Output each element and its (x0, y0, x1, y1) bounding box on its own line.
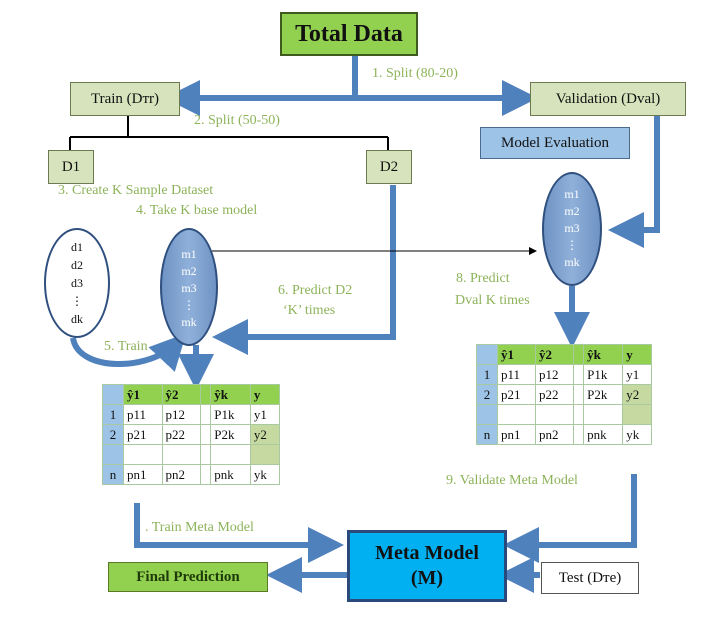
step-1-label: 1. Split (80-20) (372, 66, 458, 81)
total-data-node: Total Data (280, 12, 418, 56)
d1-node: D1 (48, 150, 94, 184)
step-3-label: 3. Create K Sample Dataset (58, 183, 214, 198)
meta-model-sub-label: (M) (410, 567, 444, 589)
table-row: 2 p21 p22 P2k y2 (476, 384, 652, 405)
d2-label: D2 (379, 158, 399, 175)
total-data-label: Total Data (295, 20, 403, 47)
test-node: Test (Dтe) (541, 562, 639, 594)
step-6b-label: ‘K’ times (283, 303, 336, 318)
meta-model-label: Meta Model (375, 542, 479, 564)
model-item: m2 (564, 204, 580, 218)
table-row (476, 404, 652, 425)
step-4-label: 4. Take K base model (136, 203, 258, 218)
model-item: m3 (564, 221, 580, 235)
table-row: n pn1 pn2 pnk yk (102, 464, 281, 485)
model-item: ⋮ (183, 298, 195, 312)
validation-label: Validation (Dval) (555, 90, 661, 107)
table-row: 1 p11 p12 P1k y1 (102, 404, 281, 425)
step-5-label: 5. Train (104, 339, 148, 354)
table-header: ŷ2 (535, 344, 575, 365)
arrow-eval-to-models (608, 116, 660, 248)
dataset-item: d3 (71, 276, 83, 290)
step-8a-label: 8. Predict (456, 271, 510, 286)
d2-node: D2 (366, 150, 412, 184)
dataset-item: d1 (71, 240, 83, 254)
model-item: mk (564, 255, 580, 269)
table-row: 2 p21 p22 P2k y2 (102, 424, 281, 445)
arrow-right-table-to-meta (503, 474, 637, 563)
step-6a-label: 6. Predict D2 (278, 283, 353, 298)
step-9-label: 9. Validate Meta Model (446, 473, 578, 488)
model-item: mk (181, 315, 197, 329)
meta-model-node: Meta Model (M) (347, 530, 507, 602)
train-prediction-table: ŷ1 ŷ2 ŷk y 1 p11 p12 P1k y1 2 p21 p22 P2… (102, 384, 281, 485)
base-models-ellipse-train: m1 m2 m3 ⋮ mk (160, 228, 218, 346)
dataset-item: dk (71, 312, 83, 326)
model-evaluation-label: Model Evaluation (501, 134, 609, 151)
model-item: m1 (564, 187, 580, 201)
step-8b-label: Dval K times (455, 293, 530, 308)
table-header: ŷ2 (161, 384, 202, 405)
arrow-train-loop (70, 333, 187, 372)
step-2-label: 2. Split (50-50) (194, 113, 280, 128)
validation-prediction-table: ŷ1 ŷ2 ŷk y 1 p11 p12 P1k y1 2 p21 p22 P2… (476, 344, 652, 445)
d1-label: D1 (61, 158, 81, 175)
validation-node: Validation (Dval) (530, 82, 686, 116)
step-7-label: . Train Meta Model (145, 520, 254, 535)
final-prediction-label: Final Prediction (136, 568, 240, 585)
table-header: y (249, 384, 281, 405)
table-header-row: ŷ1 ŷ2 ŷk y (476, 344, 652, 365)
table-row: 1 p11 p12 P1k y1 (476, 364, 652, 385)
test-label: Test (Dтe) (558, 569, 622, 586)
table-header: ŷ1 (496, 344, 537, 365)
table-row: n pn1 pn2 pnk yk (476, 424, 652, 445)
arrow-d2-to-models (212, 185, 396, 355)
model-item: ⋮ (566, 238, 578, 252)
table-header: ŷk (210, 384, 251, 405)
dataset-item: ⋮ (71, 294, 83, 308)
table-row (102, 444, 281, 465)
train-node: Train (Dтr) (70, 82, 180, 116)
dataset-item: d2 (71, 258, 83, 272)
arrow-left-table-to-meta (134, 503, 344, 563)
table-header: y (622, 344, 652, 365)
table-header: ŷ1 (123, 384, 163, 405)
model-item: m2 (181, 264, 197, 278)
sample-datasets-ellipse: d1 d2 d3 ⋮ dk (44, 228, 110, 338)
table-header: ŷk (583, 344, 624, 365)
model-evaluation-node: Model Evaluation (480, 127, 630, 159)
model-item: m1 (181, 247, 197, 261)
base-models-ellipse-validation: m1 m2 m3 ⋮ mk (542, 172, 602, 286)
train-label: Train (Dтr) (90, 90, 160, 107)
table-header-row: ŷ1 ŷ2 ŷk y (102, 384, 281, 405)
model-item: m3 (181, 281, 197, 295)
final-prediction-node: Final Prediction (108, 562, 268, 592)
